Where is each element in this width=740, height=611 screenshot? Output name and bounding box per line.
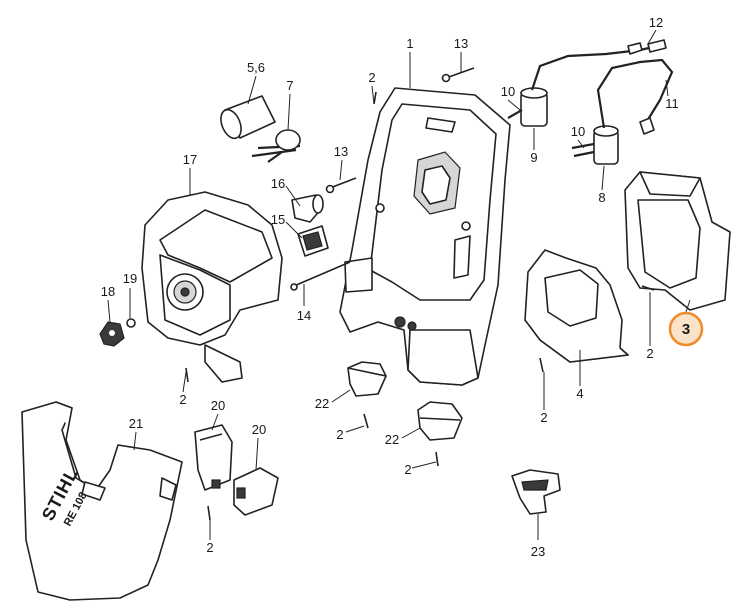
part-13-screw-left [325, 177, 357, 194]
callout-8: 8 [598, 190, 605, 205]
callout-22-left: 22 [315, 396, 329, 411]
callout-labels: 1 13 2 5,6 7 13 17 16 15 14 18 19 2 20 2… [101, 15, 679, 559]
callout-11: 11 [665, 96, 679, 111]
part-23-cup [511, 469, 561, 515]
part-8-capacitor [593, 125, 619, 165]
callout-13-top: 13 [454, 36, 468, 51]
part-4-duct [524, 249, 629, 363]
callout-10-left: 10 [501, 84, 515, 99]
callout-10-right: 10 [571, 124, 585, 139]
callout-2-duct: 2 [540, 410, 547, 425]
callout-20-lower: 20 [252, 422, 266, 437]
callout-22-right: 22 [385, 432, 399, 447]
part-1-housing [339, 87, 511, 386]
part-18-knob [99, 321, 125, 347]
part-19-oring [126, 318, 136, 328]
callout-20-upper: 20 [211, 398, 225, 413]
part-15-switch [297, 225, 329, 257]
callout-2-foot-right: 2 [404, 462, 411, 477]
callout-7: 7 [286, 78, 293, 93]
part-7-clip [267, 129, 301, 163]
callout-17: 17 [183, 152, 197, 167]
callout-9: 9 [530, 150, 537, 165]
callout-4: 4 [576, 386, 583, 401]
part-9-capacitor [520, 87, 548, 127]
part-5-6-capacitor [220, 95, 301, 158]
part-20-bracket-upper [194, 424, 233, 491]
part-16-knob [291, 194, 324, 223]
part-22-foot-left [347, 361, 387, 397]
part-20-bracket-lower [233, 467, 279, 516]
callout-5-6: 5,6 [247, 60, 265, 75]
part-3-duct [624, 171, 731, 311]
callout-13-left: 13 [334, 144, 348, 159]
callout-12: 12 [649, 15, 663, 30]
callout-15: 15 [271, 212, 285, 227]
callout-1: 1 [406, 36, 413, 51]
part-17-cover [141, 191, 283, 383]
callout-21: 21 [129, 416, 143, 431]
part-14-rod [290, 261, 351, 291]
callout-23: 23 [531, 544, 545, 559]
part-11-12-wiring-harness [530, 39, 674, 135]
callout-2-right: 2 [646, 346, 653, 361]
callout-2-cover: 2 [179, 392, 186, 407]
callout-2-foot-left: 2 [336, 427, 343, 442]
callout-16: 16 [271, 176, 285, 191]
callout-18: 18 [101, 284, 115, 299]
leader-lines [107, 29, 691, 540]
callout-2-top: 2 [368, 70, 375, 85]
part-13-screw-top [441, 67, 475, 83]
screw-parts-2 [185, 91, 655, 521]
part-21-lower-cover [21, 401, 183, 601]
callout-3: 3 [682, 321, 690, 338]
callout-3-highlight[interactable]: 3 [668, 311, 704, 347]
part-22-foot-right [417, 401, 463, 441]
callout-14: 14 [297, 308, 311, 323]
callout-19: 19 [123, 271, 137, 286]
callout-2-bracket: 2 [206, 540, 213, 555]
